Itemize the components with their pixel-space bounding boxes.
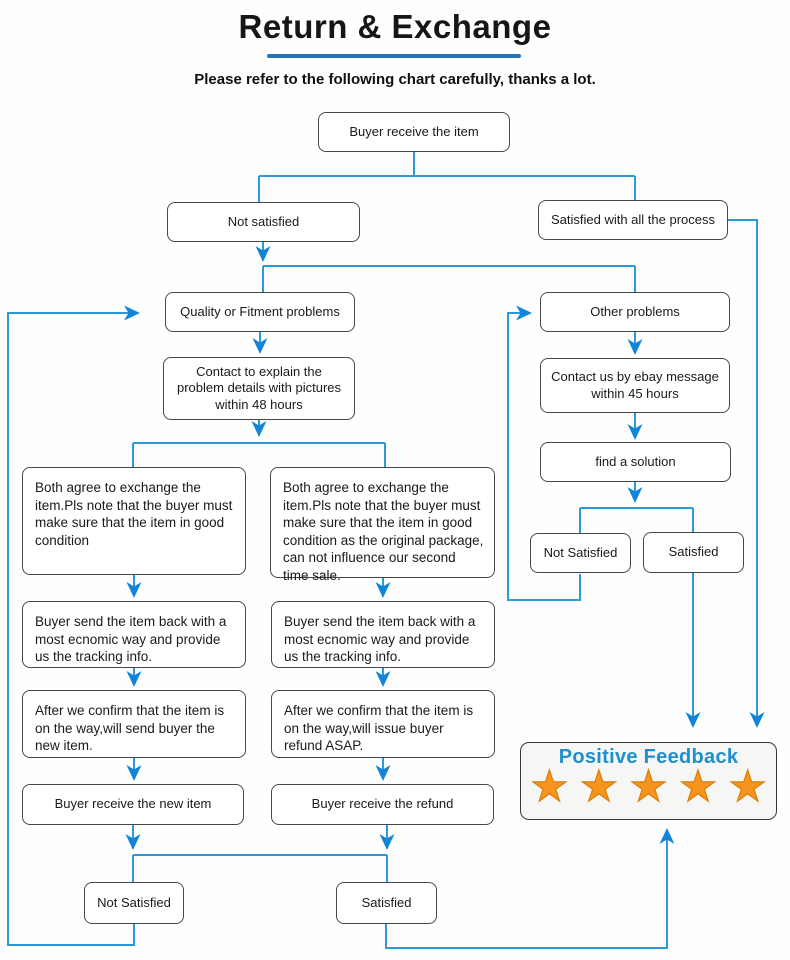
flow-node-buyer-receive-item: Buyer receive the item (318, 112, 510, 152)
flow-node-not-satisfied-right: Not Satisfied (530, 533, 631, 573)
flow-node-receive-new-item: Buyer receive the new item (22, 784, 244, 825)
star-icon: ★ (629, 762, 669, 812)
star-icon: ★ (678, 762, 718, 812)
flow-node-find-a-solution: find a solution (540, 442, 731, 482)
page-subtitle: Please refer to the following chart care… (194, 71, 596, 88)
flow-node-not-satisfied-bottom: Not Satisfied (84, 882, 184, 924)
flow-node-satisfied-bottom: Satisfied (336, 882, 437, 924)
flow-node-satisfied-right: Satisfied (643, 532, 744, 573)
flow-node-receive-refund: Buyer receive the refund (271, 784, 494, 825)
star-icon: ★ (530, 762, 570, 812)
flow-node-contact-explain-48h: Contact to explain the problem details w… (163, 357, 355, 420)
positive-feedback-title: Positive Feedback (558, 746, 739, 768)
flow-node-after-confirm-new-item: After we confirm that the item is on the… (22, 690, 246, 758)
star-icon: ★ (579, 762, 619, 812)
five-star-rating: ★ ★ ★ ★ ★ (530, 762, 768, 812)
flow-node-not-satisfied-top: Not satisfied (167, 202, 360, 242)
page-title: Return & Exchange (238, 8, 552, 45)
flow-node-contact-ebay-45h: Contact us by ebay message within 45 hou… (540, 358, 730, 413)
star-icon: ★ (728, 762, 768, 812)
positive-feedback-box: Positive Feedback ★ ★ ★ ★ ★ (520, 742, 777, 820)
flow-node-satisfied-with-all: Satisfied with all the process (538, 200, 728, 240)
title-underline (267, 54, 521, 58)
flow-node-both-agree-exchange: Both agree to exchange the item.Pls note… (22, 467, 246, 575)
flow-node-both-agree-refund: Both agree to exchange the item.Pls note… (270, 467, 495, 583)
flow-node-other-problems: Other problems (540, 292, 730, 332)
flow-node-buyer-send-back-left: Buyer send the item back with a most ecn… (22, 601, 246, 668)
flow-node-buyer-send-back-mid: Buyer send the item back with a most ecn… (271, 601, 495, 668)
flow-node-quality-fitment-problems: Quality or Fitment problems (165, 292, 355, 332)
flow-node-after-confirm-refund: After we confirm that the item is on the… (271, 690, 495, 758)
